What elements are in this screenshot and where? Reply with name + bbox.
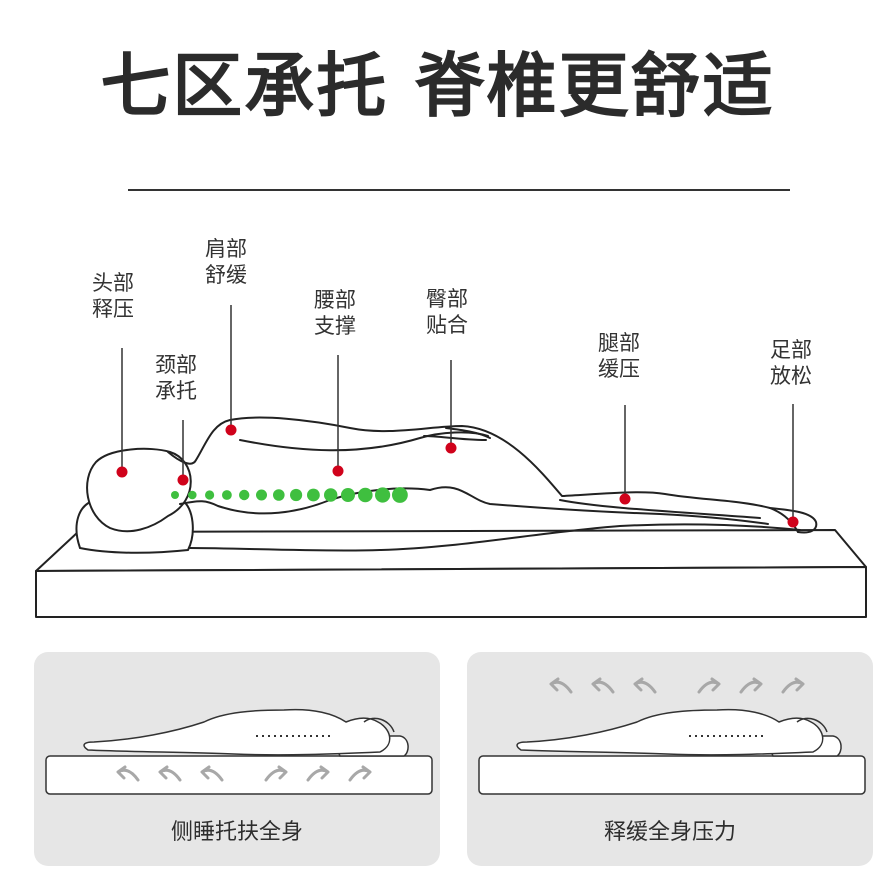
spine-dot-icon [307,488,320,502]
zone-label-leg: 腿部 缓压 [598,330,640,382]
headline: 七区承托 脊椎更舒适 [100,45,775,127]
spine-support-dots [171,487,408,503]
zone-label-foot: 足部 放松 [770,337,812,389]
zone-label-shoulder: 肩部 舒缓 [205,236,247,288]
spine-dot-icon [358,487,373,503]
pressure-point-icon [787,516,799,528]
zone-label-line: 释压 [92,297,134,321]
zone-label-line: 承托 [155,379,197,403]
side-sleeper-illustration [45,708,433,795]
spine-dot-icon [290,488,303,502]
zone-label-line: 缓压 [598,357,640,381]
spine-dot-icon [239,489,250,501]
leader-lines [121,305,794,520]
mattress-illustration [478,755,866,795]
arrow-group [116,765,372,782]
zone-label-line: 颈部 [155,353,197,377]
spine-dot-icon [375,487,391,503]
arrow-icon [739,677,763,694]
spine-dot-icon [205,490,215,500]
zone-label-line: 放松 [770,364,812,388]
zone-label-line: 足部 [770,338,812,362]
pressure-point-icon [225,424,237,436]
zone-label-line: 腿部 [598,331,640,355]
spine-dot-icon [392,487,408,503]
hair-icon [796,717,828,733]
arrow-icon [633,677,657,694]
spine-dot-icon [324,488,338,502]
arrow-icon [264,765,288,782]
spine-dot-icon [273,489,285,501]
arrow-icon [116,765,140,782]
arrow-icon [348,765,372,782]
spine-dot-icon [171,491,179,499]
pressure-point-icon [619,493,631,505]
zone-label-line: 臀部 [426,287,468,311]
zone-label-neck: 颈部 承托 [155,352,197,404]
pressure-point-icon [177,474,189,486]
spine-dot-icon [341,488,355,502]
divider-rule [128,189,790,191]
arrow-icon [200,765,224,782]
panel-caption: 释缓全身压力 [603,820,736,845]
panel-pressure-relief: 释缓全身压力 [467,652,873,866]
pressure-point-icon [332,465,344,477]
zone-label-line: 肩部 [205,237,247,261]
arrow-icon [697,677,721,694]
zone-label-line: 支撑 [314,314,356,338]
zone-label-line: 头部 [92,271,134,295]
mattress-illustration [35,529,867,618]
spine-dot-icon [188,490,197,500]
pressure-point-icon [445,442,457,454]
back-sleeper-illustration [478,677,866,795]
pressure-points [116,424,799,528]
arrow-icon [549,677,573,694]
arrow-group [549,677,805,694]
spine-dot-icon [222,490,232,500]
zone-label-waist: 腰部 支撑 [314,287,356,339]
spine-dot-icon [256,489,267,501]
body-outline [86,416,818,552]
arrow-icon [781,677,805,694]
zone-label-line: 贴合 [426,313,468,337]
zone-label-line: 舒缓 [205,263,247,287]
arrow-icon [591,677,615,694]
arrow-icon [158,765,182,782]
zone-label-head: 头部 释压 [92,270,134,322]
zone-label-hip: 臀部 贴合 [426,286,468,338]
arrow-icon [306,765,330,782]
panel-caption: 侧睡托扶全身 [170,820,303,845]
mattress-illustration [45,755,433,795]
panel-side-support: 侧睡托扶全身 [34,652,440,866]
zone-label-line: 腰部 [314,288,356,312]
hair-icon [363,717,395,733]
pressure-point-icon [116,466,128,478]
body-outline [516,708,824,756]
body-outline [83,708,391,756]
